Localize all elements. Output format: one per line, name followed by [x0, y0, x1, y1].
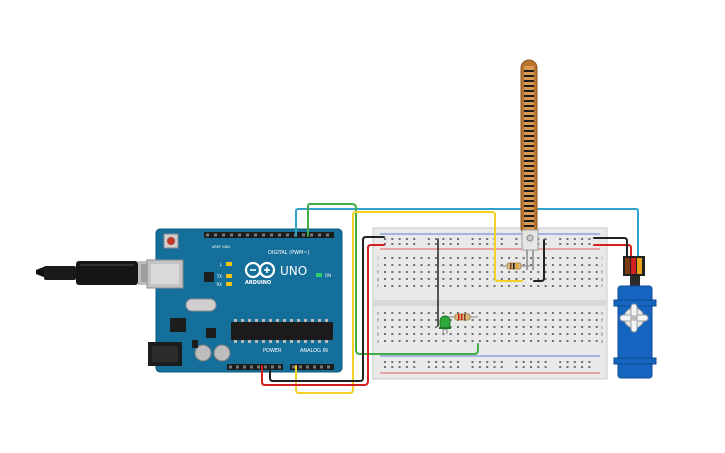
gnd-label: GND — [222, 245, 230, 249]
wire-black-servo — [593, 237, 628, 259]
l-led-label: L — [220, 262, 223, 267]
wire-green-led — [307, 203, 479, 355]
usb-cable — [36, 261, 158, 285]
digital-header — [204, 232, 334, 238]
row-letter: b — [377, 332, 380, 337]
wire-black-gnd — [269, 236, 385, 382]
row-letter: c — [601, 325, 603, 330]
row-letter: f — [601, 284, 603, 289]
row-letter: e — [601, 311, 604, 316]
row-letter: b — [601, 332, 604, 337]
board-brand: ARDUINO — [245, 280, 271, 286]
row-letter: e — [377, 311, 380, 316]
power-header — [227, 364, 283, 370]
wire-red-servo — [593, 244, 632, 259]
analog-header — [290, 364, 334, 370]
tx-led-label: TX — [216, 274, 222, 279]
wire-yellow-flex — [295, 211, 523, 394]
row-letter: f — [377, 284, 379, 289]
breadboard-holes — [384, 238, 598, 368]
analog-label: ANALOG IN — [300, 348, 328, 354]
row-letter: i — [377, 263, 378, 268]
flex-sensor[interactable] — [520, 59, 539, 270]
power-label: POWER — [263, 348, 282, 354]
wire-red-5v — [261, 244, 385, 386]
row-letter: a — [601, 339, 604, 344]
row-letter: i — [601, 263, 602, 268]
board-model: UNO — [280, 264, 307, 278]
led-resistor[interactable] — [447, 313, 478, 321]
row-letter: g — [601, 277, 604, 282]
digital-label: DIGITAL (PWM~) — [268, 250, 310, 256]
on-led-label: ON — [325, 273, 331, 278]
row-letter: d — [377, 318, 380, 323]
row-letter: j — [376, 256, 378, 261]
servo-motor[interactable] — [613, 256, 657, 379]
wires — [261, 203, 639, 394]
row-letter: c — [377, 325, 379, 330]
wire-cyan-servo-signal — [295, 208, 639, 259]
row-letter: h — [601, 270, 604, 275]
row-letter: g — [377, 277, 380, 282]
rx-led-label: RX — [216, 282, 222, 287]
aref-label: AREF — [212, 245, 221, 249]
reset-button[interactable] — [163, 233, 179, 249]
arduino-uno-board[interactable]: L TX RX ON UNO ARDUINO DIGITAL (PWM~) AR… — [146, 228, 343, 373]
atmega-chip — [231, 319, 333, 343]
center-channel — [373, 300, 607, 306]
row-letter: h — [377, 270, 380, 275]
arduino-logo — [244, 261, 276, 279]
row-letter: d — [601, 318, 604, 323]
wire-black-flex — [533, 239, 545, 282]
flex-resistor[interactable] — [500, 262, 530, 270]
green-led[interactable] — [439, 315, 451, 334]
row-letter: a — [377, 339, 380, 344]
row-letter: j — [600, 256, 602, 261]
